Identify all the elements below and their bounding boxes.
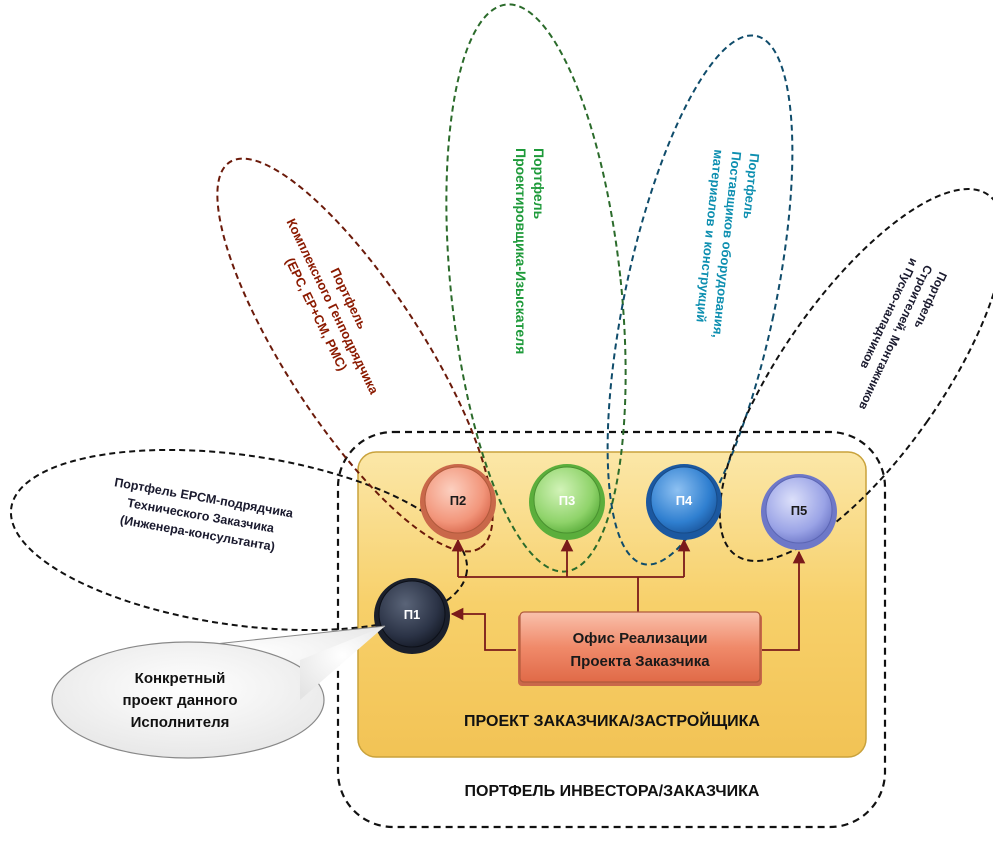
portfolio-label-epcm: Портфель EPCM-подрядчика Технического За… (113, 475, 295, 554)
node-p3: П3 (529, 464, 605, 540)
node-p2-label: П2 (450, 493, 467, 508)
node-p2: П2 (420, 464, 496, 540)
portfolio-ellipse-general (216, 157, 494, 553)
callout-line2: проект данного (122, 692, 237, 709)
callout-line1: Конкретный (135, 670, 226, 687)
design-line1: Портфель (531, 148, 547, 220)
investor-portfolio-box (336, 430, 887, 829)
node-p5: П5 (761, 474, 837, 550)
connector-p1 (450, 607, 516, 651)
node-p1-label: П1 (404, 607, 421, 622)
outer-box-label: ПОРТФЕЛЬ ИНВЕСТОРА/ЗАКАЗЧИКА (465, 783, 760, 800)
callout-line3: Исполнителя (131, 714, 230, 731)
connectors (450, 538, 806, 651)
node-p4: П4 (646, 464, 722, 540)
callout-bubble: Конкретный проект данного Исполнителя (51, 625, 386, 759)
connector-p5 (762, 550, 806, 651)
portfolio-ellipse-supply (606, 34, 794, 566)
node-p5-label: П5 (791, 503, 808, 518)
supply-line1: Портфель (740, 153, 762, 220)
node-p3-label: П3 (559, 493, 576, 508)
node-p1: П1 (374, 578, 450, 654)
portfolio-label-supply: Портфель Поставщиков оборудования, матер… (693, 149, 762, 339)
portfolio-ellipse-epcm (9, 448, 469, 632)
node-p4-label: П4 (676, 493, 693, 508)
design-line2: Проектировщика-Изыскателя (513, 148, 529, 354)
portfolio-label-design: Портфель Проектировщика-Изыскателя (513, 148, 547, 354)
office-label-line1: Офис Реализации (573, 630, 708, 647)
portfolio-ellipse-design (445, 3, 627, 573)
project-box-label: ПРОЕКТ ЗАКАЗЧИКА/ЗАСТРОЙЩИКА (464, 711, 760, 730)
office-box: Офис Реализации Проекта Заказчика (518, 611, 762, 686)
office-label-line2: Проекта Заказчика (570, 653, 710, 670)
portfolio-label-builders: Портфель Строителей, Монтажников и Пуско… (856, 256, 950, 412)
portfolio-ellipse-builders (718, 188, 993, 562)
general-line2: Комплексного Генподрядчика (284, 216, 383, 397)
